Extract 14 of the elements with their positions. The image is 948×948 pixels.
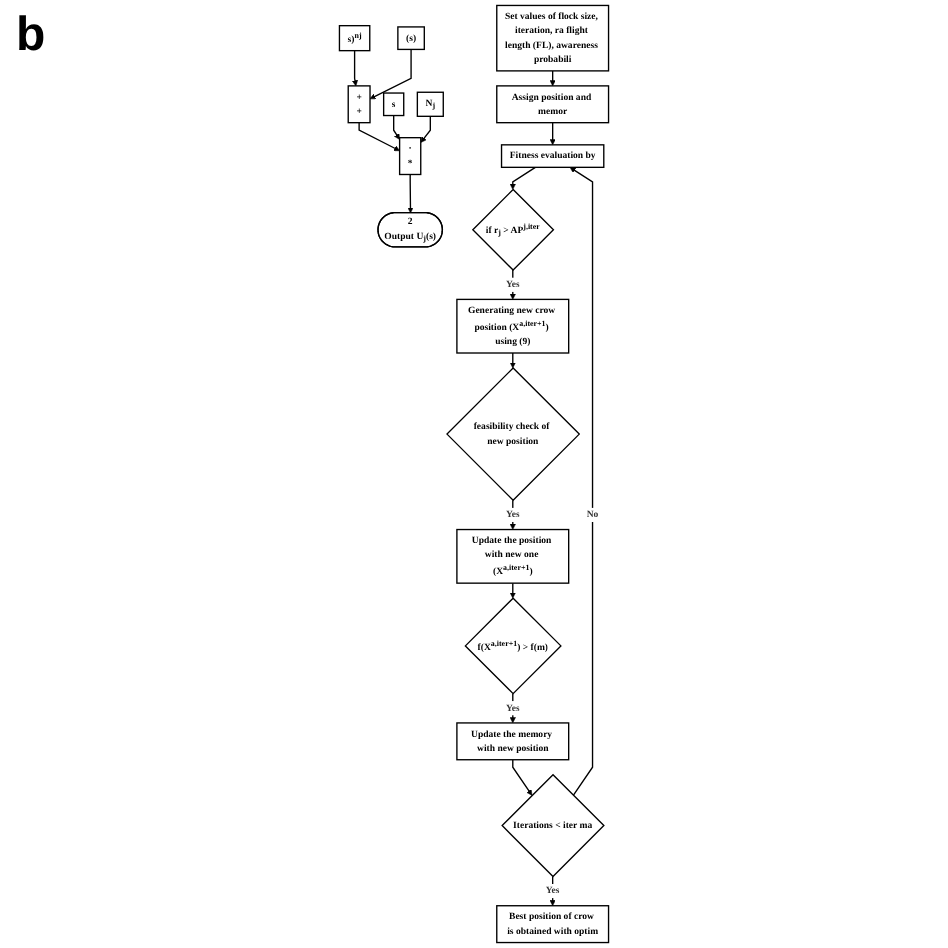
arrow <box>569 167 594 797</box>
arrow <box>509 166 537 190</box>
panel-label: b <box>16 8 46 64</box>
arrow <box>352 50 358 87</box>
arrow <box>549 122 556 146</box>
arrow <box>512 759 533 796</box>
arrow <box>549 70 556 87</box>
arrow <box>358 122 400 151</box>
arrow <box>509 352 516 369</box>
arrow <box>509 582 516 599</box>
arrow <box>420 115 431 143</box>
arrow <box>393 114 400 140</box>
arrow <box>407 173 414 214</box>
arrow <box>369 48 412 100</box>
